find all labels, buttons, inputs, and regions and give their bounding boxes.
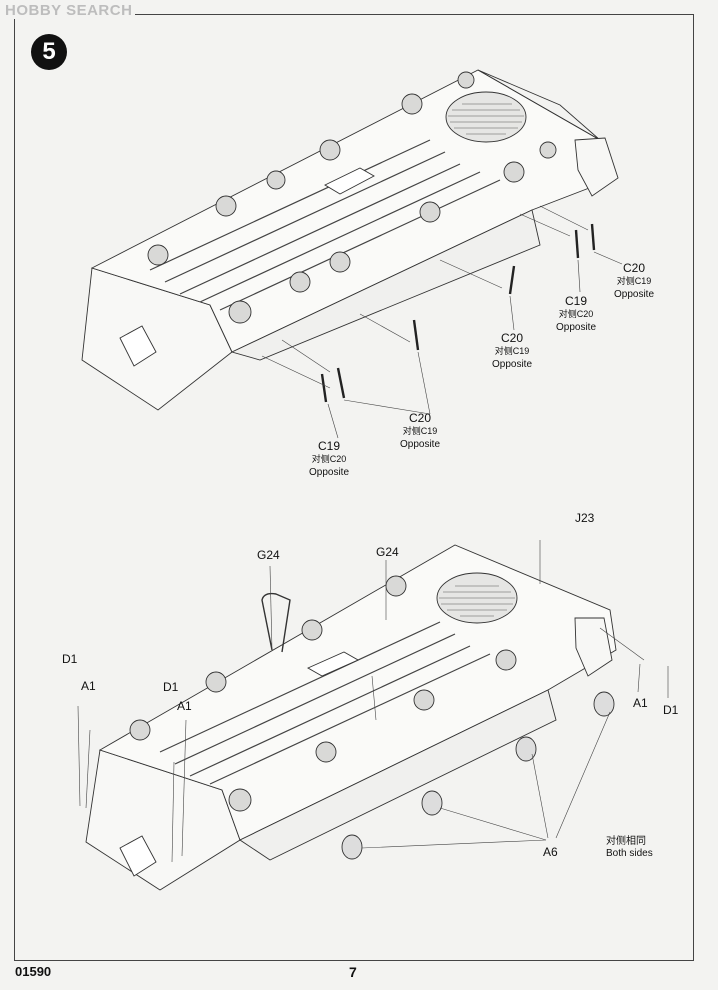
page-number: 7 bbox=[349, 964, 357, 980]
part-label-a1-left: A1 bbox=[81, 679, 96, 693]
opposite-part-cn: 对侧C19 bbox=[402, 426, 438, 436]
callout-c20-right: C20 对侧C19 Opposite bbox=[614, 262, 654, 301]
note-en: Both sides bbox=[606, 848, 653, 859]
part-label-d1-middle: D1 bbox=[163, 680, 179, 694]
both-sides-note: 对侧相同 Both sides bbox=[606, 836, 653, 860]
part-number: C20 bbox=[623, 261, 646, 275]
part-number: C20 bbox=[501, 331, 524, 345]
callout-c20-left: C20 对侧C19 Opposite bbox=[400, 412, 440, 451]
callout-c19-right: C19 对侧C20 Opposite bbox=[556, 295, 596, 334]
opposite-label: Opposite bbox=[309, 467, 350, 478]
part-label-d1-left: D1 bbox=[62, 652, 78, 666]
page-border bbox=[14, 14, 694, 961]
part-label-d1-right: D1 bbox=[663, 703, 679, 717]
part-number: C19 bbox=[318, 439, 341, 453]
opposite-part-cn: 对侧C19 bbox=[616, 276, 652, 286]
opposite-part-cn: 对侧C20 bbox=[311, 454, 347, 464]
opposite-label: Opposite bbox=[400, 439, 441, 450]
callout-c19-left: C19 对侧C20 Opposite bbox=[309, 440, 349, 479]
part-number: C20 bbox=[409, 411, 432, 425]
part-label-g24-left: G24 bbox=[257, 548, 280, 562]
part-number: C19 bbox=[565, 294, 588, 308]
part-label-g24-right: G24 bbox=[376, 545, 399, 559]
opposite-label: Opposite bbox=[556, 322, 597, 333]
opposite-part-cn: 对侧C20 bbox=[558, 309, 594, 319]
hull-underside-top bbox=[81, 69, 623, 439]
step-number-badge: 5 bbox=[31, 34, 67, 70]
kit-number: 01590 bbox=[15, 964, 52, 979]
opposite-label: Opposite bbox=[614, 289, 655, 300]
opposite-part-cn: 对侧C19 bbox=[494, 346, 530, 356]
hull-underside-bottom bbox=[77, 540, 669, 891]
watermark-logo: HOBBY SEARCH bbox=[2, 2, 136, 19]
part-label-a1-middle: A1 bbox=[177, 699, 192, 713]
part-label-a1-right: A1 bbox=[633, 696, 648, 710]
part-label-j23: J23 bbox=[575, 511, 595, 525]
callout-c20-middle: C20 对侧C19 Opposite bbox=[492, 332, 532, 371]
note-cn: 对侧相同 bbox=[606, 836, 646, 847]
opposite-label: Opposite bbox=[492, 359, 533, 370]
part-label-a6: A6 bbox=[543, 845, 558, 859]
